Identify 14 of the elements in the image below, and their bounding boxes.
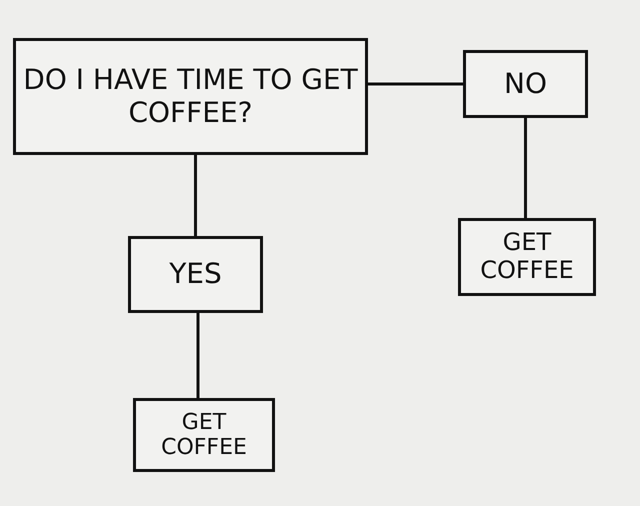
box-text: GET COFFEE bbox=[160, 410, 248, 460]
question-box bbox=[13, 38, 368, 155]
connector-line bbox=[368, 82, 463, 86]
answer-box bbox=[128, 236, 263, 313]
box-text: GET COFFEE bbox=[479, 229, 575, 285]
connector-line bbox=[194, 155, 197, 236]
connector-line bbox=[524, 118, 527, 218]
box-text: DO I HAVE TIME TO GET COFFEE? bbox=[22, 64, 359, 129]
box-text: NO bbox=[504, 68, 547, 100]
box-text: YES bbox=[169, 258, 222, 291]
answer-box bbox=[463, 50, 588, 118]
answer-box bbox=[133, 398, 275, 472]
answer-box bbox=[458, 218, 596, 296]
connector-line bbox=[196, 313, 200, 398]
